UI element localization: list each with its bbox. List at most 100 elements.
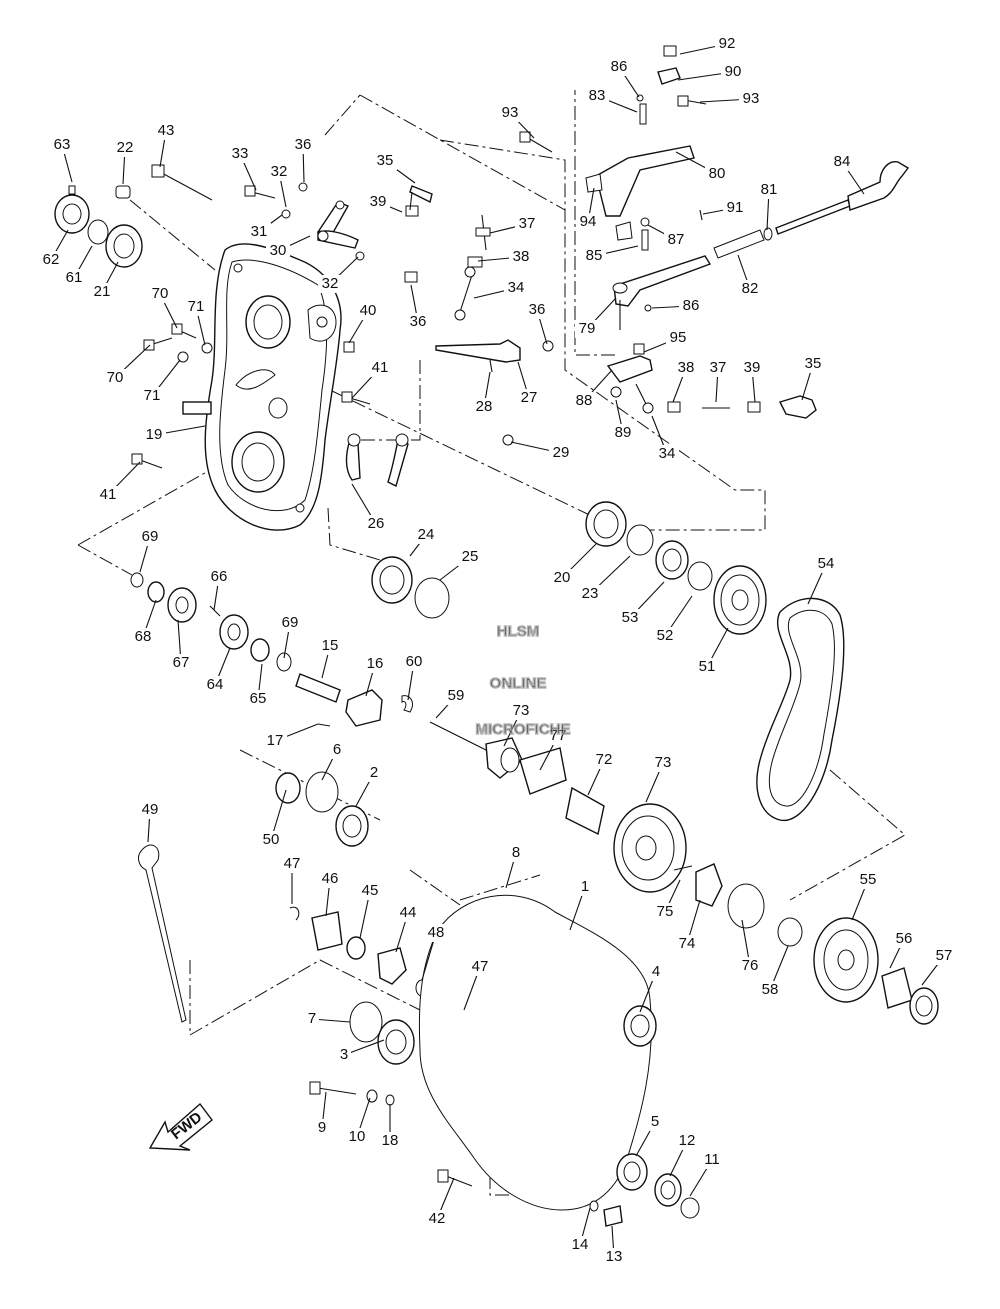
callout-number-54: 54	[818, 555, 835, 572]
callout-backing-63	[50, 136, 74, 154]
callout-backing-40	[356, 302, 380, 320]
callout-backing-11	[700, 1151, 724, 1169]
callout-number-86: 86	[683, 297, 700, 314]
callout-number-91: 91	[727, 199, 744, 216]
callout-backing-47	[280, 855, 304, 873]
callout-backing-9	[315, 1119, 329, 1137]
callout-backing-69	[278, 614, 302, 632]
callout-number-86: 86	[611, 58, 628, 75]
callout-number-18: 18	[382, 1132, 399, 1149]
seal-and-bearing-group	[54, 185, 143, 268]
callout-backing-34	[504, 279, 528, 297]
callout-number-25: 25	[462, 548, 479, 565]
callout-backing-17	[263, 732, 287, 750]
callout-number-52: 52	[657, 627, 674, 644]
callout-backing-55	[856, 871, 880, 889]
callout-backing-71	[140, 387, 164, 405]
callout-number-77: 77	[550, 727, 567, 744]
callout-backing-67	[169, 654, 193, 672]
callout-number-37: 37	[519, 215, 536, 232]
callout-backing-36	[291, 136, 315, 154]
callout-backing-31	[247, 223, 271, 241]
callout-backing-42	[425, 1210, 449, 1228]
callout-number-53: 53	[622, 609, 639, 626]
drive-chain	[756, 597, 845, 822]
callout-backing-18	[378, 1132, 402, 1150]
callout-backing-60	[402, 653, 426, 671]
callout-backing-49	[138, 801, 162, 819]
callout-backing-61	[62, 269, 86, 287]
callout-number-41: 41	[372, 359, 389, 376]
callout-backing-80	[705, 165, 729, 183]
callout-number-15: 15	[322, 637, 339, 654]
callout-number-69: 69	[142, 528, 159, 545]
callout-number-56: 56	[896, 930, 913, 947]
callout-backing-62	[39, 251, 63, 269]
forward-direction-arrow: FWD	[148, 1102, 213, 1151]
callout-backing-5	[648, 1113, 662, 1131]
callout-backing-70	[103, 369, 127, 387]
callout-number-67: 67	[173, 654, 190, 671]
primary-case-cover	[182, 243, 342, 531]
callout-backing-10	[345, 1128, 369, 1146]
callout-number-62: 62	[43, 251, 60, 268]
callout-number-39: 39	[744, 359, 761, 376]
callout-number-34: 34	[659, 445, 676, 462]
case-gasket	[418, 894, 652, 1211]
callout-number-32: 32	[271, 163, 288, 180]
callout-number-41: 41	[100, 486, 117, 503]
callout-number-63: 63	[54, 136, 71, 153]
callout-backing-83	[585, 87, 609, 105]
callout-backing-7	[305, 1010, 319, 1028]
callout-backing-19	[142, 426, 166, 444]
callout-number-66: 66	[211, 568, 228, 585]
callout-backing-44	[396, 904, 420, 922]
callout-number-44: 44	[400, 904, 417, 921]
bolts-upper-left	[131, 164, 371, 469]
callout-number-36: 36	[529, 301, 546, 318]
callout-backing-32	[318, 275, 342, 293]
callout-number-30: 30	[270, 242, 287, 259]
callout-number-17: 17	[267, 732, 284, 749]
shift-linkage-group	[519, 45, 910, 419]
callout-backing-76	[738, 957, 762, 975]
callout-backing-23	[578, 585, 602, 603]
callout-backing-65	[246, 690, 270, 708]
callout-backing-39	[740, 359, 764, 377]
callout-backing-56	[892, 930, 916, 948]
callout-number-35: 35	[805, 355, 822, 372]
callout-backing-45	[358, 882, 382, 900]
callout-backing-51	[695, 658, 719, 676]
callout-number-70: 70	[152, 285, 169, 302]
callout-backing-71	[184, 298, 208, 316]
callout-number-61: 61	[66, 269, 83, 286]
callout-number-37: 37	[710, 359, 727, 376]
callout-number-29: 29	[553, 444, 570, 461]
callout-number-36: 36	[295, 136, 312, 153]
callout-backing-93	[498, 104, 522, 122]
callout-backing-30	[266, 242, 290, 260]
callout-backing-48	[424, 924, 448, 942]
callout-backing-16	[363, 655, 387, 673]
callout-number-94: 94	[580, 213, 597, 230]
callout-backing-73	[509, 702, 533, 720]
callout-backing-72	[592, 751, 616, 769]
callout-backing-86	[607, 58, 631, 76]
callout-backing-20	[550, 569, 574, 587]
callout-backing-77	[546, 727, 570, 745]
callout-backing-36	[525, 301, 549, 319]
callout-backing-21	[90, 283, 114, 301]
callout-number-38: 38	[513, 248, 530, 265]
callout-number-40: 40	[360, 302, 377, 319]
callout-backing-1	[578, 878, 592, 896]
callout-number-50: 50	[263, 831, 280, 848]
callout-number-65: 65	[250, 690, 267, 707]
callout-backing-33	[228, 145, 252, 163]
callout-number-12: 12	[679, 1132, 696, 1149]
lower-left-parts	[138, 771, 469, 1106]
callout-number-26: 26	[368, 515, 385, 532]
callout-backing-35	[373, 152, 397, 170]
callout-number-36: 36	[410, 313, 427, 330]
callout-number-46: 46	[322, 870, 339, 887]
